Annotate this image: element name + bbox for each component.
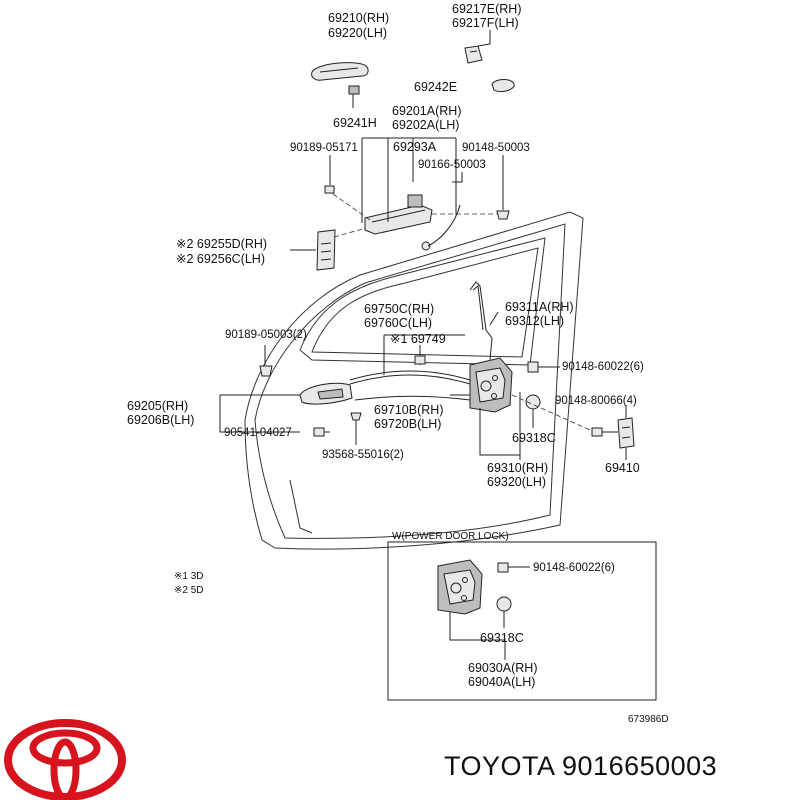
leader-90166 xyxy=(452,172,463,183)
label-69320: 69320(LH) xyxy=(487,475,546,489)
label-69202A: 69202A(LH) xyxy=(392,118,459,132)
inner-door-handle xyxy=(299,382,353,405)
label-90148-60022-a: 90148-60022(6) xyxy=(562,361,644,373)
label-90166-50003: 90166-50003 xyxy=(418,159,486,171)
garnish-plate xyxy=(316,229,336,271)
label-inset-title: W(POWER DOOR LOCK) xyxy=(392,531,509,542)
inset-bolt-90148-60022 xyxy=(497,562,530,573)
label-90148-80066: 90148-80066(4) xyxy=(555,395,637,407)
label-69310: 69310(RH) xyxy=(487,461,548,475)
lock-knob-69749 xyxy=(414,355,426,365)
assembly-dash-lines xyxy=(332,193,497,238)
label-69217E: 69217E(RH) xyxy=(452,2,521,16)
inset-lock-assembly xyxy=(437,559,483,615)
bolt-90148-50003 xyxy=(496,155,510,220)
label-90148-50003: 90148-50003 xyxy=(462,142,530,154)
label-69256C: ※2 69256C(LH) xyxy=(176,252,265,266)
leader-69205-bracket xyxy=(219,395,300,433)
screw-90189-05171 xyxy=(324,155,335,194)
outer-handle-frame xyxy=(364,194,433,251)
door-striker xyxy=(617,417,635,460)
lock-rod xyxy=(469,281,493,361)
label-69318C-a: 69318C xyxy=(512,431,556,445)
label-69750C: 69750C(RH) xyxy=(364,302,434,316)
label-69293A: 69293A xyxy=(393,140,437,154)
leader-90166-screw xyxy=(427,204,461,247)
part-labels: 69210(RH) 69220(LH) 69217E(RH) 69217F(LH… xyxy=(127,2,669,725)
inset-box xyxy=(387,541,657,701)
leader-69311 xyxy=(489,311,499,326)
label-69255D: ※2 69255D(RH) xyxy=(176,237,267,251)
bolt-90148-80066 xyxy=(591,405,627,437)
leader-69217 xyxy=(477,30,491,47)
label-69206B: 69206B(LH) xyxy=(127,413,194,427)
outer-door-handle xyxy=(311,62,369,95)
label-69760C: 69760C(LH) xyxy=(364,316,432,330)
screw-90541-04027 xyxy=(313,427,330,437)
clip-90189-05003 xyxy=(259,345,273,377)
door-outline xyxy=(244,211,584,550)
label-90189-05003: 90189-05003(2) xyxy=(225,329,307,341)
label-69220: 69220(LH) xyxy=(328,26,387,40)
label-69318C-b: 69318C xyxy=(480,631,524,645)
label-note-3d: ※1 3D xyxy=(174,571,204,582)
label-90148-60022-b: 90148-60022(6) xyxy=(533,562,615,574)
label-90189-05171: 90189-05171 xyxy=(290,142,358,154)
handle-pad xyxy=(491,79,515,93)
label-90541-04027: 90541-04027 xyxy=(224,427,292,439)
dash-striker xyxy=(511,394,591,431)
label-69030A: 69030A(RH) xyxy=(468,661,537,675)
label-note-5d: ※2 5D xyxy=(174,585,204,596)
inset-cushion-69318C xyxy=(496,596,512,628)
label-69040A: 69040A(LH) xyxy=(468,675,535,689)
label-69217F: 69217F(LH) xyxy=(452,16,519,30)
label-69312: 69312(LH) xyxy=(505,314,564,328)
label-69242E: 69242E xyxy=(414,80,457,94)
label-69205: 69205(RH) xyxy=(127,399,188,413)
label-69210: 69210(RH) xyxy=(328,11,389,25)
brand-part-number: TOYOTA 9016650003 xyxy=(444,751,717,781)
control-cable xyxy=(349,370,471,401)
handle-cover xyxy=(464,45,483,64)
label-69311A: 69311A(RH) xyxy=(505,300,574,314)
label-diagram-code: 673986D xyxy=(628,714,669,725)
bolt-90148-60022-a xyxy=(527,361,560,373)
label-93568-55016: 93568-55016(2) xyxy=(322,449,404,461)
label-69410: 69410 xyxy=(605,461,640,475)
leader-69310 xyxy=(479,408,521,460)
label-69710B: 69710B(RH) xyxy=(374,403,443,417)
label-69241H: 69241H xyxy=(333,116,377,130)
toyota-logo xyxy=(4,719,126,800)
label-69720B: 69720B(LH) xyxy=(374,417,441,431)
label-69201A: 69201A(RH) xyxy=(392,104,461,118)
frame-bracket xyxy=(361,137,457,223)
door-lock-assembly xyxy=(450,357,513,413)
screw-93568-55016 xyxy=(350,412,362,445)
label-69749: ※1 69749 xyxy=(390,332,446,346)
